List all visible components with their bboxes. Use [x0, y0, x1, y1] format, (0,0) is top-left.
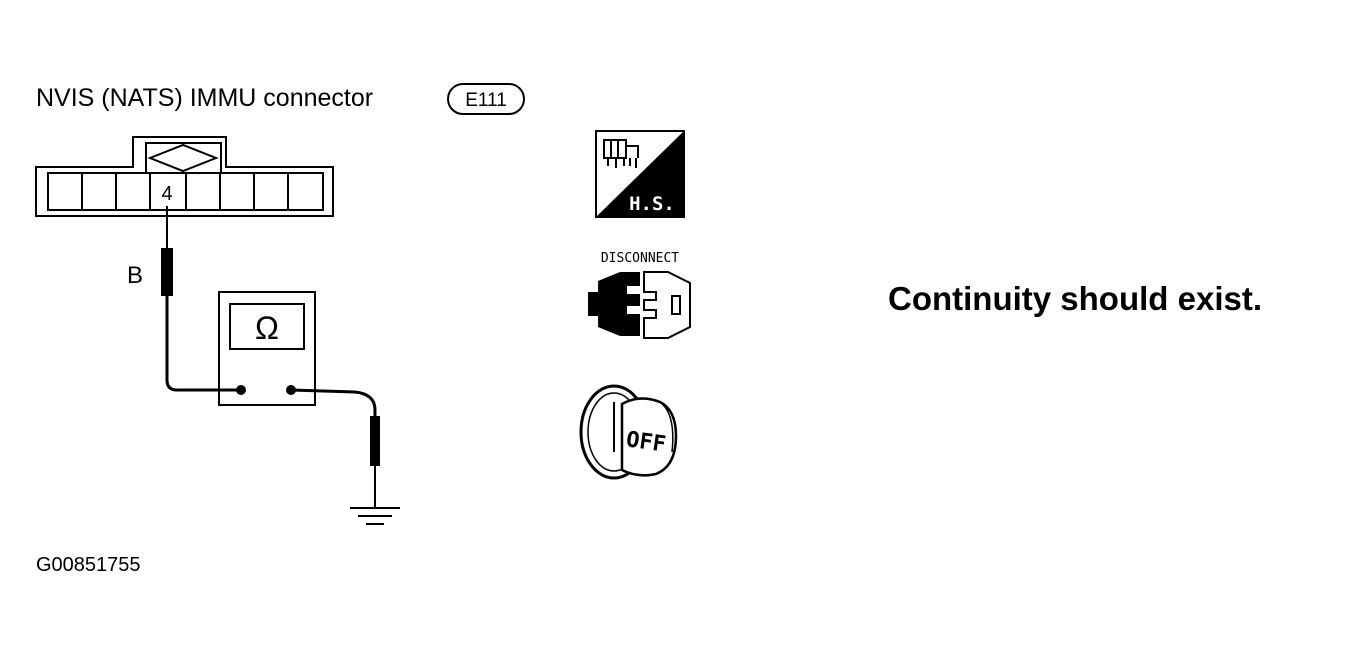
- connector-housing: [35, 136, 334, 217]
- disconnect-connector-icon: DISCONNECT: [588, 251, 691, 339]
- harness-side-icon: H.S.: [595, 130, 685, 218]
- figure-id: G00851755: [36, 554, 141, 576]
- ground-icon: [350, 507, 400, 525]
- ohm-symbol: Ω: [255, 310, 279, 346]
- wire-color-label: B: [127, 262, 143, 289]
- result-text: Continuity should exist.: [888, 280, 1262, 317]
- terminal-number: 4: [161, 183, 172, 205]
- ohmmeter: [218, 291, 316, 406]
- connector-code-badge: E111: [447, 83, 525, 115]
- disconnect-text: DISCONNECT: [601, 251, 679, 266]
- probe-lead-terminal: [161, 206, 241, 392]
- ignition-off-text: OFF: [625, 427, 668, 457]
- connector-title: NVIS (NATS) IMMU connector: [36, 84, 373, 112]
- probe-lead-ground: [290, 388, 380, 508]
- ignition-off-key-icon: OFF: [579, 384, 678, 480]
- connector-code: E111: [465, 90, 507, 111]
- harness-side-text: H.S.: [629, 193, 675, 215]
